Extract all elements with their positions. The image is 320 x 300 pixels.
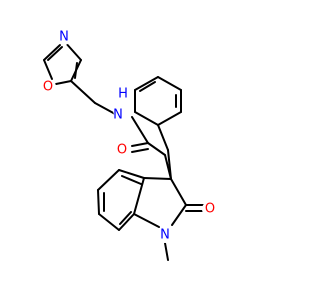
bond	[133, 213, 160, 228]
bond	[134, 111, 159, 126]
bond	[171, 204, 187, 226]
bond	[118, 213, 135, 231]
bond-lines	[43, 40, 207, 261]
lactam-oxygen: O	[202, 201, 218, 217]
bond	[157, 124, 169, 151]
bond	[157, 76, 182, 91]
atom-label-o: O	[205, 202, 215, 217]
amide-oxygen: O	[114, 142, 130, 158]
bond	[131, 116, 149, 144]
atom-label-n: N	[59, 30, 69, 45]
bond	[131, 148, 149, 153]
bond	[43, 59, 53, 80]
bond	[97, 169, 120, 191]
bond	[157, 111, 182, 126]
bond	[134, 76, 159, 91]
bond	[143, 177, 172, 180]
bond	[118, 169, 145, 179]
molecule-structure: N O N H O O N	[40, 29, 218, 261]
bond	[119, 211, 132, 225]
bond	[170, 178, 187, 206]
bond	[98, 213, 120, 231]
indole-nitrogen: N	[157, 227, 173, 243]
bond	[94, 102, 118, 116]
atom-label-o: O	[43, 80, 53, 95]
atom-label-h: H	[118, 87, 128, 102]
bond	[70, 80, 96, 104]
bond	[147, 142, 166, 156]
bond	[74, 62, 78, 79]
isoxazole-oxygen: O	[40, 79, 56, 95]
bond	[47, 46, 63, 61]
atom-label-n: N	[160, 228, 170, 243]
atom-labels: N O N H O O N	[40, 29, 218, 243]
bond	[131, 142, 149, 147]
bond	[55, 80, 72, 85]
bond	[43, 44, 61, 61]
isoxazole-nitrogen: N	[56, 29, 72, 45]
bond	[139, 81, 156, 92]
amide-nitrogen: N H	[113, 87, 133, 123]
atom-label-o: O	[117, 143, 127, 158]
atom-label-n: N	[113, 108, 123, 123]
bond	[121, 175, 142, 185]
bond	[97, 189, 100, 215]
bond	[133, 177, 145, 215]
bond	[167, 149, 172, 180]
bond	[164, 242, 169, 261]
